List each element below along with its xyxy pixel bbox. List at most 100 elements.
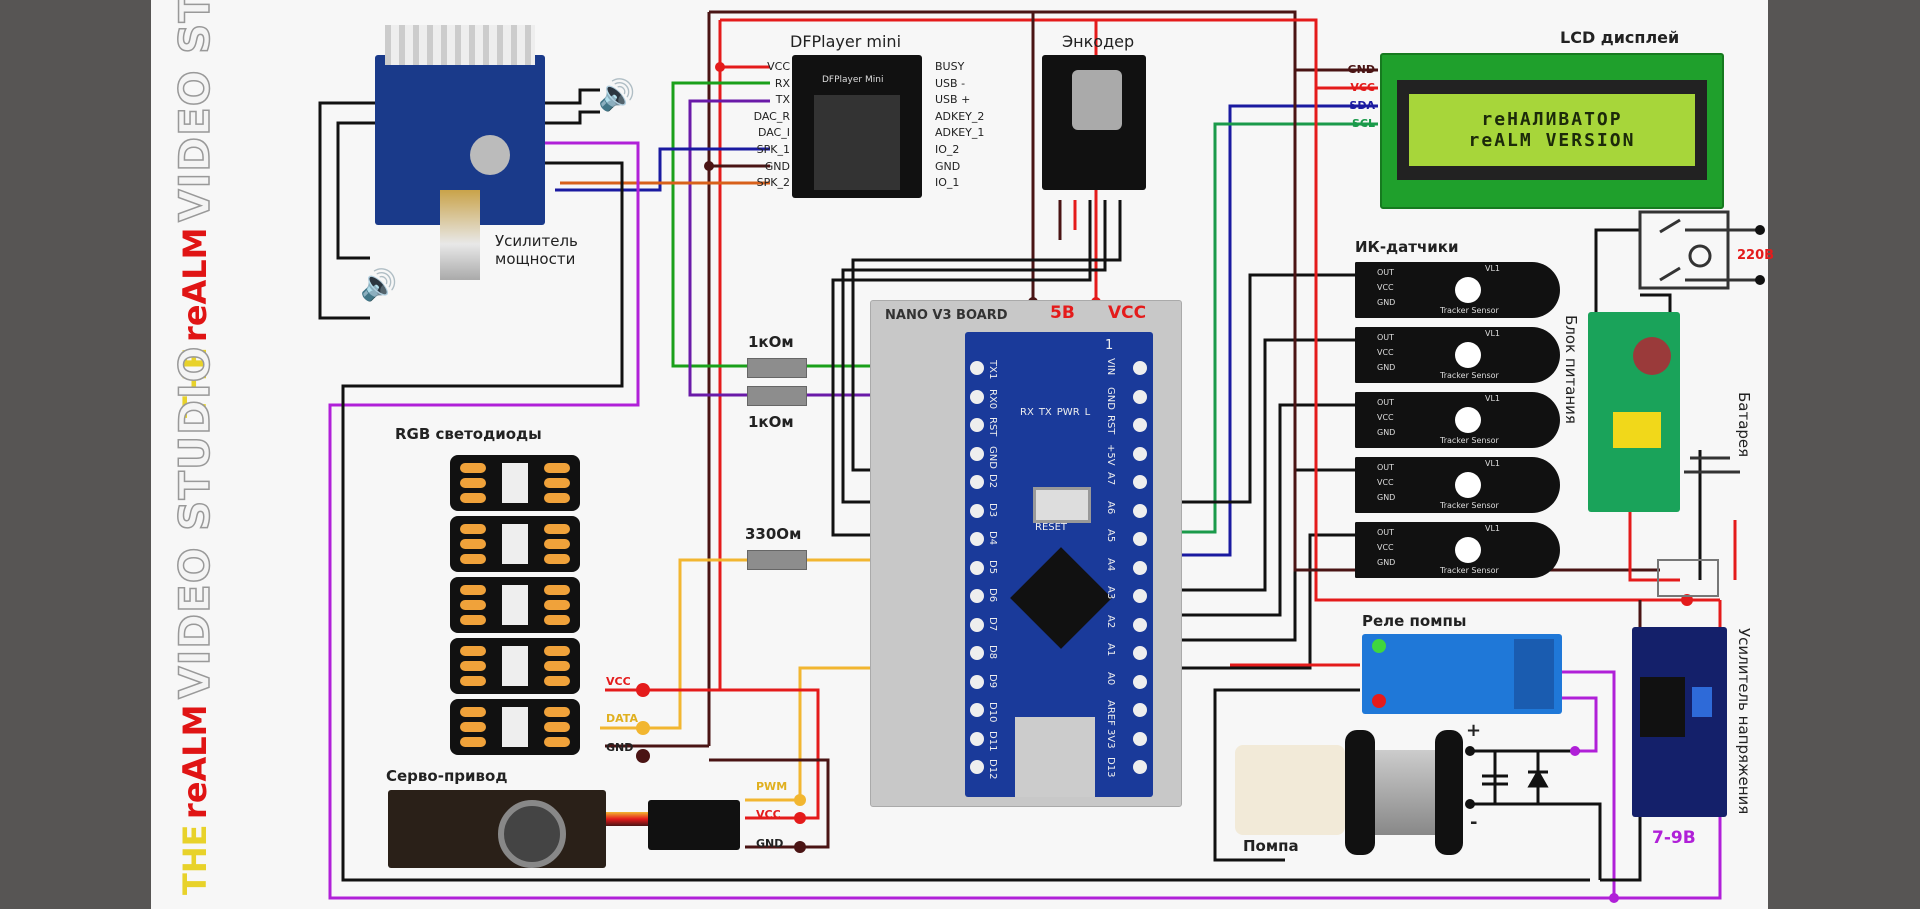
pump-relay [1362, 634, 1562, 714]
rgb-led [450, 516, 580, 572]
nano-pin-left-label: D4 [987, 531, 998, 546]
pump-ring-left [1345, 730, 1375, 855]
ir-board-text: Tracker Sensor [1440, 501, 1499, 510]
servo-vcc-label: VCC [756, 808, 781, 821]
nano-pin-hole [1133, 674, 1147, 689]
volume-knob[interactable] [440, 190, 480, 280]
ir-emitter [1455, 342, 1481, 368]
led-pad [544, 615, 570, 625]
nano-pin-left-label: D5 [987, 559, 998, 574]
dfplayer-pin-left: RX [774, 76, 790, 90]
label-5v: 5В [1050, 303, 1075, 323]
dfplayer-pin-right: ADKEY_2 [935, 109, 985, 123]
relay-terminal [1514, 639, 1554, 709]
ir-pin-label: VCC [1377, 543, 1394, 552]
led-pad [460, 676, 486, 686]
dfplayer-pin-left: DAC_R [753, 109, 790, 123]
ir-emitter [1455, 537, 1481, 563]
servo-gnd-label: GND [756, 837, 784, 850]
nano-title: NANO V3 BOARD [885, 308, 1008, 323]
rgb-title: RGB светодиоды [395, 425, 542, 443]
speaker-left-icon: 🔊 [360, 268, 398, 303]
lcd-pin-scl: SCL [1351, 117, 1375, 130]
resistor-1 [747, 358, 807, 378]
ir-chip-text: VL1 [1485, 394, 1501, 403]
nano-pin-hole [970, 617, 984, 632]
ir-pin-label: GND [1377, 428, 1396, 437]
servo-motor [388, 790, 606, 868]
encoder-title: Энкодер [1062, 32, 1135, 51]
nano-pin-right-label: A4 [1105, 557, 1116, 571]
nano-pin-hole [1133, 361, 1147, 375]
ir-emitter [1455, 277, 1481, 303]
led-pad [460, 615, 486, 625]
ir-board-text: Tracker Sensor [1440, 566, 1499, 575]
speaker-right-icon: 🔊 [598, 78, 636, 113]
pump-motor [1375, 750, 1435, 835]
dfplayer-pin-left: GND [764, 159, 790, 173]
nano-pin-left-label: D12 [987, 759, 998, 780]
reset-label: RESET [1035, 522, 1068, 533]
lcd-screen: reНАЛИВАТОР reALM VERSION [1409, 94, 1695, 166]
ir-pin-label: OUT [1377, 398, 1395, 407]
led-pad [544, 722, 570, 732]
ir-pin-label: GND [1377, 298, 1396, 307]
rgb-vcc-label: VCC [606, 675, 631, 688]
resistor-2-label: 1кОм [748, 413, 794, 431]
dfplayer-chip-label: DFPlayer Mini [822, 75, 884, 85]
encoder-knob[interactable] [1072, 70, 1122, 130]
nano-pin-right-label: A0 [1105, 671, 1116, 685]
led-pad [544, 737, 570, 747]
ir-title: ИК-датчики [1355, 238, 1459, 256]
nano-pin-hole [970, 646, 984, 660]
nano-pin-right-label: VIN [1105, 358, 1116, 376]
nano-pin-hole [1133, 446, 1147, 461]
nano-pin-hole [970, 503, 984, 518]
ir-pin-label: OUT [1377, 268, 1395, 277]
servo-horn [498, 800, 566, 868]
ir-pin-label: VCC [1377, 413, 1394, 422]
resistor-2 [747, 386, 807, 406]
rgb-led [450, 638, 580, 694]
dfplayer-pin-left: SPK_1 [756, 143, 790, 156]
nano-pin-hole [1133, 760, 1147, 774]
rgb-led [450, 699, 580, 755]
nano-pin-hole [1133, 503, 1147, 518]
nano-led-labels: RX TX PWR L [1020, 407, 1091, 418]
nano-pin-right-label: A7 [1105, 472, 1116, 486]
nano-pin-right-label: +5V [1105, 443, 1116, 466]
nano-pin-hole [1133, 418, 1147, 432]
ir-chip-text: VL1 [1485, 264, 1501, 273]
nano-pin-right-label: A2 [1105, 614, 1116, 628]
lcd-pin-gnd: GND [1347, 63, 1375, 76]
dfplayer-pin-left: TX [775, 93, 790, 107]
led-pad [460, 585, 486, 595]
dfplayer-pin-right: USB + [935, 93, 971, 107]
reset-button[interactable] [1033, 487, 1091, 523]
transformer [1613, 412, 1661, 448]
nano-pin-hole [1133, 389, 1147, 404]
booster-potentiometer[interactable] [1692, 687, 1712, 717]
nano-pin-hole [1133, 532, 1147, 546]
lcd-line-2: reALM VERSION [1468, 130, 1636, 151]
led-pad [460, 478, 486, 488]
servo-connector [648, 800, 740, 850]
led-pad [460, 493, 486, 503]
heatsink [385, 25, 535, 65]
nano-pin-left-label: D9 [987, 673, 998, 688]
ir-pin-label: GND [1377, 558, 1396, 567]
led-pad [544, 676, 570, 686]
usb-port[interactable] [1015, 717, 1095, 797]
nano-pin-left-label: RST [987, 417, 998, 437]
nano-pin-left-label: RX0 [987, 388, 998, 409]
relay-led-red [1372, 694, 1386, 708]
led-chip [502, 524, 528, 564]
nano-pin-left-label: D6 [987, 588, 998, 603]
led-pad [544, 524, 570, 534]
voltage-booster [1632, 627, 1727, 817]
led-pad [544, 585, 570, 595]
led-chip [502, 707, 528, 747]
